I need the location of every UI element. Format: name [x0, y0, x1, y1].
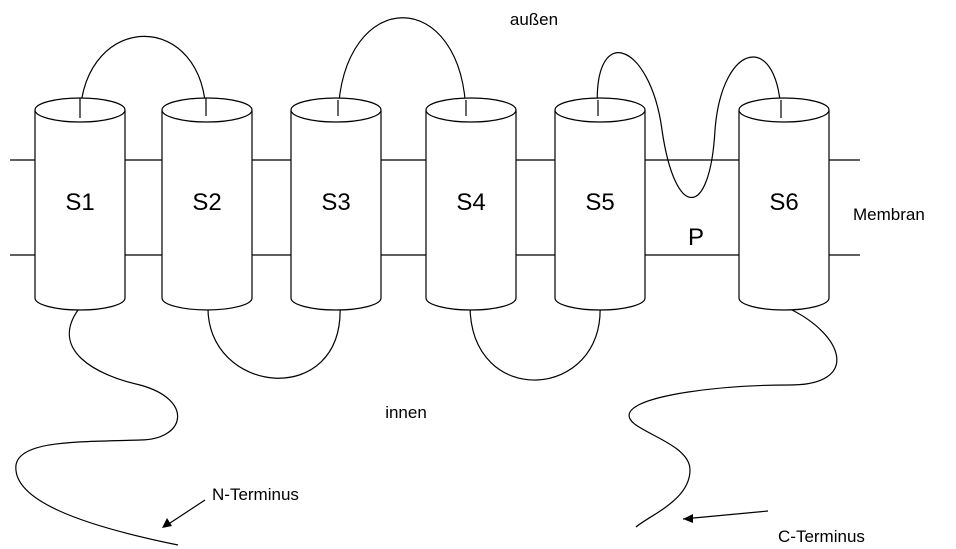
outside-label: außen	[510, 10, 558, 29]
membrane-label: Membran	[853, 205, 925, 224]
cylinder-s6	[738, 97, 830, 311]
loop-s3-s4	[337, 17, 467, 117]
c-terminus-arrow	[682, 510, 769, 523]
loop-s4-s5	[469, 304, 601, 381]
extracellular-loops	[79, 17, 782, 198]
loop-s1-s2	[79, 35, 207, 117]
loop-s2-s3	[207, 304, 341, 379]
segment-label-s5: S5	[585, 189, 614, 216]
segment-label-s4: S4	[456, 189, 485, 216]
segment-label-s2: S2	[192, 189, 221, 216]
c-terminus-label: C-Terminus	[778, 527, 865, 546]
n-terminus-tail	[15, 309, 179, 546]
cylinder-s3	[290, 97, 382, 311]
inside-label: innen	[385, 403, 427, 422]
pore-label: P	[688, 224, 704, 251]
intracellular-loops	[207, 304, 601, 381]
cylinder-s2	[161, 97, 253, 311]
c-terminus-tail	[628, 307, 838, 528]
segment-label-s6: S6	[769, 189, 798, 216]
n-terminus-label: N-Terminus	[212, 485, 299, 504]
cylinder-s4	[425, 97, 517, 311]
loop-ends	[79, 98, 782, 118]
cylinder-s5	[554, 97, 646, 311]
segment-label-s3: S3	[321, 189, 350, 216]
n-terminus-arrow	[162, 499, 206, 528]
segment-label-s1: S1	[65, 189, 94, 216]
pore-loop-s5-s6	[596, 52, 782, 198]
